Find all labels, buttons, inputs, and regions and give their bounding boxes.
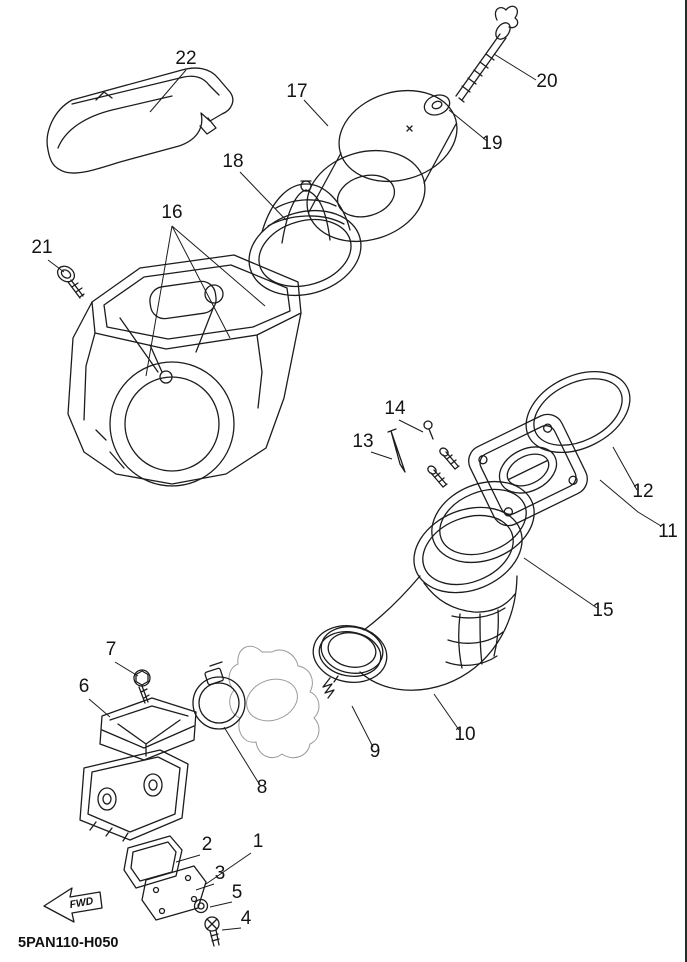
part-5-washer bbox=[193, 898, 209, 914]
callout-16: 16 bbox=[161, 202, 182, 223]
part-8-hose-clamp bbox=[192, 661, 246, 730]
callout-20: 20 bbox=[536, 71, 557, 92]
fwd-arrow bbox=[43, 887, 103, 923]
callout-12: 12 bbox=[632, 481, 653, 502]
fwd-label: FWD bbox=[69, 895, 95, 911]
callout-22: 22 bbox=[175, 48, 196, 69]
part-19-washer bbox=[423, 94, 451, 116]
callout-9: 9 bbox=[370, 741, 381, 762]
part-18-filter-cage bbox=[248, 180, 362, 297]
callout-7: 7 bbox=[106, 639, 117, 660]
part-4-screw bbox=[204, 916, 220, 947]
callout-8: 8 bbox=[257, 777, 268, 798]
part-9-hose-clamp bbox=[312, 625, 388, 699]
callout-17: 17 bbox=[286, 81, 307, 102]
part-manifold-flange bbox=[79, 749, 189, 842]
reference-engine-outline bbox=[228, 645, 320, 759]
part-10-intake-joint bbox=[320, 506, 523, 691]
callout-10: 10 bbox=[454, 724, 475, 745]
part-14-clip bbox=[423, 420, 434, 440]
part-15-seal-ring bbox=[431, 480, 535, 564]
leader-lines bbox=[47, 53, 662, 931]
part-7-bolt bbox=[133, 669, 151, 704]
callout-14: 14 bbox=[384, 398, 406, 419]
part-2-plate bbox=[123, 835, 183, 889]
callout-21: 21 bbox=[31, 237, 52, 258]
callout-15: 15 bbox=[592, 600, 613, 621]
callout-labels: 22 17 20 19 18 16 21 14 13 12 11 15 7 6 … bbox=[31, 48, 677, 929]
callout-4: 4 bbox=[241, 908, 252, 929]
part-22-air-box-cover bbox=[46, 67, 234, 174]
callout-5: 5 bbox=[232, 882, 243, 903]
part-11-reed-valve-assembly bbox=[427, 413, 588, 527]
part-16-air-cleaner-case bbox=[67, 254, 302, 487]
callout-3: 3 bbox=[215, 863, 226, 884]
part-13-needle bbox=[387, 428, 406, 473]
callout-1: 1 bbox=[253, 831, 264, 852]
part-21-screw bbox=[56, 265, 85, 299]
part-3-gasket-plate bbox=[141, 865, 207, 921]
callout-19: 19 bbox=[481, 133, 502, 154]
callout-6: 6 bbox=[79, 676, 90, 697]
callout-2: 2 bbox=[202, 834, 213, 855]
part-6-reed-valve bbox=[99, 697, 197, 761]
part-20-bolt bbox=[455, 5, 519, 103]
callout-11: 11 bbox=[658, 521, 678, 542]
callout-18: 18 bbox=[222, 151, 243, 172]
part-17-air-filter-element bbox=[306, 89, 458, 243]
part-12-gasket bbox=[525, 370, 631, 454]
callout-13: 13 bbox=[352, 431, 373, 452]
diagram-code: 5PAN110-H050 bbox=[18, 935, 119, 951]
